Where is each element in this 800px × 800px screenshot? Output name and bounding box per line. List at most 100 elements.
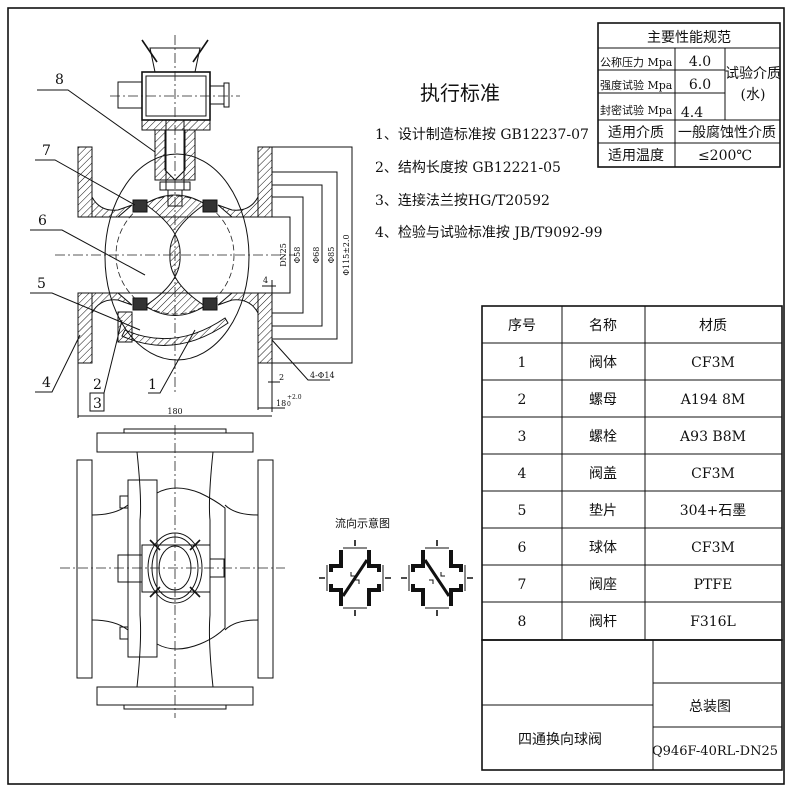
actuator-shaft-right: [209, 85, 225, 105]
standard-item: 2、结构长度按 GB12221-05: [375, 160, 561, 176]
spec-nominal-pressure-label: 公称压力 Mpa: [600, 55, 673, 69]
dim-gap: 2: [279, 373, 284, 382]
neck: [173, 129, 196, 181]
left-flange-bottom: [77, 292, 93, 364]
model-number: Q946F-40RL-DN25: [652, 744, 778, 759]
spec-nominal-pressure-value: 4.0: [689, 54, 711, 70]
body-wall: [91, 292, 133, 314]
parts-cell: F316L: [690, 614, 736, 630]
dim-d58: Φ58: [293, 247, 302, 264]
parts-cell: PTFE: [694, 577, 733, 593]
actuator-shaft-left: [117, 81, 143, 109]
parts-table: [481, 305, 783, 641]
part-label-8: 8: [55, 72, 64, 88]
spec-seal-test-label: 封密试验 Mpa: [600, 103, 673, 117]
body-wall: [217, 292, 259, 314]
standard-item: 4、检验与试验标准按 JB/T9092-99: [375, 225, 603, 241]
body-wall: [217, 196, 259, 218]
product-name: 四通换向球阀: [518, 731, 602, 748]
seat: [132, 199, 148, 213]
spec-strength-test-value: 6.0: [689, 77, 711, 93]
seat: [132, 297, 148, 311]
parts-cell: 阀座: [589, 577, 617, 593]
body-contour: [104, 153, 250, 361]
flow-diagram-2: [401, 540, 473, 616]
parts-header: 材质: [699, 318, 727, 334]
parts-cell: CF3M: [691, 540, 735, 556]
parts-cell: CF3M: [691, 355, 735, 371]
drawing-frame: [7, 7, 785, 785]
part-label-5: 5: [37, 276, 46, 292]
standard-item: 3、连接法兰按HG/T20592: [375, 192, 550, 209]
left-flange-top: [77, 146, 93, 218]
dim-length: 180: [167, 407, 182, 416]
actuator-base: [141, 119, 211, 131]
spec-table: [597, 22, 781, 168]
parts-cell: 2: [518, 392, 527, 408]
spec-medium-label: 适用介质: [608, 125, 664, 141]
spec-test-medium-label: 试验介质: [725, 66, 781, 82]
part-label-3: 3: [93, 396, 102, 412]
spec-temp-label: 适用温度: [608, 148, 664, 164]
standards-title: 执行标准: [420, 81, 500, 105]
section-view: 8 7 6 5 4 2 3 1 DN25 Φ58 Φ68 Φ85 Φ115±2.…: [30, 35, 353, 418]
flow-diagram-1: [319, 540, 391, 616]
parts-cell: A93 B8M: [679, 429, 746, 445]
parts-cell: 6: [518, 540, 527, 556]
bolt: [119, 495, 129, 509]
dim-flange-tol-upper: +2.0: [287, 394, 302, 401]
spec-temp-value: ≤200℃: [698, 148, 752, 164]
title-block: [481, 639, 783, 771]
dim-flange-thickness: 18: [276, 399, 286, 408]
standard-item: 1、设计制造标准按 GB12237-07: [375, 127, 589, 143]
spec-medium-value: 一般腐蚀性介质: [678, 124, 776, 141]
flow-diagram-title: 流向示意图: [335, 516, 390, 530]
parts-header: 名称: [589, 318, 617, 334]
parts-cell: 8: [518, 614, 527, 630]
dim-d85: Φ85: [327, 247, 336, 264]
spec-test-medium-value: (水): [741, 87, 766, 103]
parts-cell: 1: [518, 355, 527, 371]
bonnet: [121, 317, 229, 346]
dim-d68: Φ68: [312, 247, 321, 264]
bolt: [119, 626, 129, 640]
right-flange-bottom: [257, 292, 273, 364]
seat: [202, 297, 218, 311]
parts-cell: 5: [518, 503, 527, 519]
bonnet-side: [127, 479, 158, 658]
parts-cell: 螺母: [589, 392, 617, 408]
parts-cell: 阀体: [589, 355, 617, 371]
drawing-type: 总装图: [689, 699, 731, 715]
parts-cell: 垫片: [589, 503, 617, 519]
parts-cell: 4: [518, 466, 527, 482]
right-flange-top: [257, 146, 273, 218]
dim-bolt-holes: 4-Φ14: [310, 371, 335, 380]
parts-cell: 304+石墨: [680, 503, 746, 519]
parts-cell: 螺栓: [589, 429, 617, 445]
seat: [202, 199, 218, 213]
neck: [154, 129, 177, 181]
parts-header: 序号: [508, 318, 536, 334]
part-label-1: 1: [148, 377, 157, 393]
body-wall: [91, 196, 133, 218]
dim-d115: Φ115±2.0: [342, 234, 351, 275]
parts-cell: 3: [518, 429, 527, 445]
dim-raised-face: 4: [263, 276, 268, 285]
parts-cell: CF3M: [691, 466, 735, 482]
part-label-6: 6: [38, 213, 47, 229]
part-label-7: 7: [42, 143, 51, 159]
spec-strength-test-label: 强度试验 Mpa: [600, 78, 673, 92]
parts-cell: 7: [518, 577, 527, 593]
spec-table-title: 主要性能规范: [647, 29, 731, 46]
dim-flange-tol-lower: 0: [287, 401, 291, 408]
part-leaders: [30, 89, 196, 412]
dimension-lines: [77, 146, 353, 418]
parts-cell: 球体: [589, 540, 617, 556]
parts-cell: 阀盖: [589, 466, 617, 482]
part-label-2: 2: [93, 377, 102, 393]
part-label-4: 4: [42, 375, 51, 391]
spec-seal-test-value: 4.4: [681, 105, 703, 121]
top-view: [60, 425, 285, 718]
parts-cell: A194 8M: [680, 392, 746, 408]
